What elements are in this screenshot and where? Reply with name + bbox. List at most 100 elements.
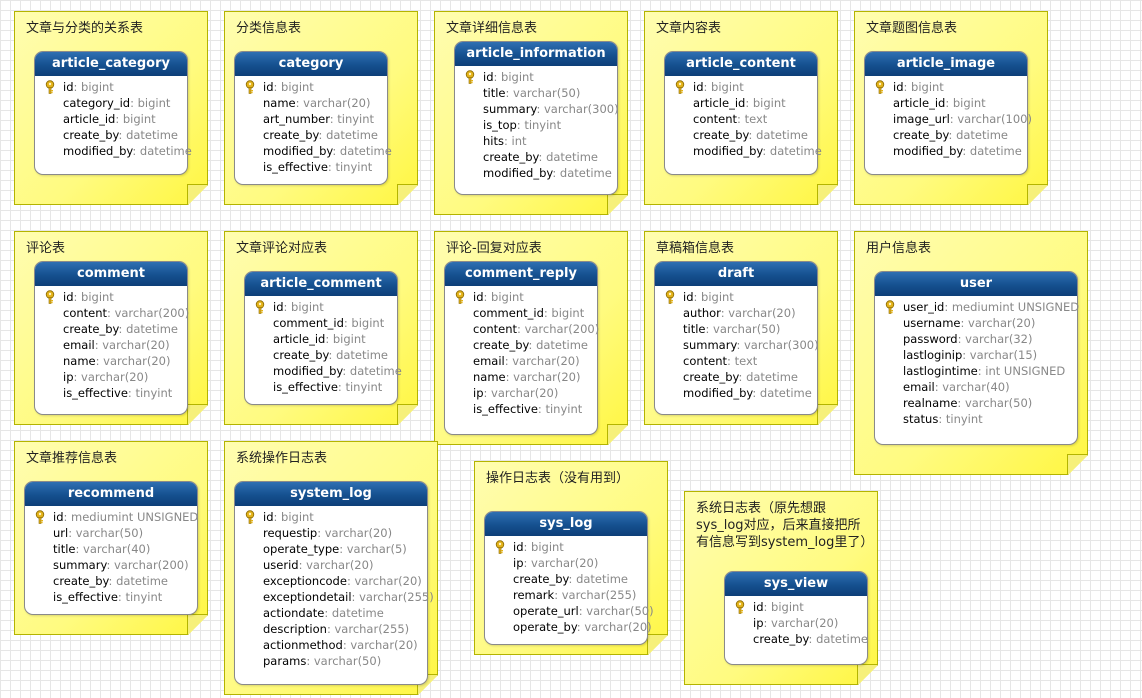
field-row[interactable]: summary: varchar(200) — [25, 557, 197, 573]
field-row[interactable]: id: mediumint UNSIGNED — [25, 509, 198, 525]
field-row[interactable]: lastlogintime: int UNSIGNED — [875, 363, 1077, 379]
field-row[interactable]: comment_id: bigint — [445, 305, 597, 321]
field-row[interactable]: create_by: datetime — [35, 127, 187, 143]
field-row[interactable]: exceptiondetail: varchar(255) — [235, 589, 434, 605]
field-row[interactable]: email: varchar(40) — [875, 379, 1077, 395]
field-row[interactable]: create_by: datetime — [245, 347, 397, 363]
field-row[interactable]: article_id: bigint — [245, 331, 397, 347]
field-row[interactable]: ip: varchar(20) — [35, 369, 187, 385]
field-row[interactable]: content: varchar(200) — [35, 305, 189, 321]
field-row[interactable]: remark: varchar(255) — [485, 587, 647, 603]
field-row[interactable]: ip: varchar(20) — [485, 555, 647, 571]
field-row[interactable]: summary: varchar(300) — [655, 337, 819, 353]
field-row[interactable]: operate_type: varchar(5) — [235, 541, 427, 557]
field-row[interactable]: create_by: datetime — [485, 571, 647, 587]
field-row[interactable]: modified_by: datetime — [655, 385, 817, 401]
field-row[interactable]: password: varchar(32) — [875, 331, 1077, 347]
field-row[interactable]: modified_by: datetime — [865, 143, 1027, 159]
field-row[interactable]: url: varchar(50) — [25, 525, 197, 541]
field-row[interactable]: create_by: datetime — [235, 127, 387, 143]
field-row[interactable]: create_by: datetime — [655, 369, 817, 385]
field-row[interactable]: is_effective: tinyint — [35, 385, 187, 401]
field-row[interactable]: title: varchar(50) — [655, 321, 817, 337]
field-row[interactable]: modified_by: datetime — [665, 143, 822, 159]
field-row[interactable]: id: bigint — [455, 69, 617, 85]
field-row[interactable]: modified_by: datetime — [35, 143, 192, 159]
field-row[interactable]: title: varchar(50) — [455, 85, 617, 101]
field-row[interactable]: comment_id: bigint — [245, 315, 397, 331]
field-row[interactable]: create_by: datetime — [25, 573, 197, 589]
field-row[interactable]: id: bigint — [235, 509, 427, 525]
field-row[interactable]: email: varchar(20) — [35, 337, 187, 353]
field-row[interactable]: actionmethod: varchar(20) — [235, 637, 427, 653]
field-row[interactable]: summary: varchar(300) — [455, 101, 619, 117]
field-row[interactable]: lastloginip: varchar(15) — [875, 347, 1077, 363]
field-row[interactable]: modified_by: datetime — [235, 143, 392, 159]
field-row[interactable]: create_by: datetime — [445, 337, 597, 353]
field-row[interactable]: is_effective: tinyint — [445, 401, 597, 417]
field-row[interactable]: name: varchar(20) — [235, 95, 387, 111]
field-row[interactable]: status: tinyint — [875, 411, 1077, 427]
field-row[interactable]: userid: varchar(20) — [235, 557, 427, 573]
field-row[interactable]: art_number: tinyint — [235, 111, 387, 127]
field-row[interactable]: content: varchar(200) — [445, 321, 599, 337]
field-row[interactable]: realname: varchar(50) — [875, 395, 1077, 411]
field-row[interactable]: name: varchar(20) — [35, 353, 187, 369]
field-row[interactable]: content: text — [655, 353, 817, 369]
field-row[interactable]: params: varchar(50) — [235, 653, 427, 669]
field-row[interactable]: create_by: datetime — [455, 149, 617, 165]
field-row[interactable]: ip: varchar(20) — [445, 385, 597, 401]
field-row[interactable]: is_effective: tinyint — [235, 159, 387, 175]
field-row[interactable]: actiondate: datetime — [235, 605, 427, 621]
field-row[interactable]: is_effective: tinyint — [245, 379, 397, 395]
field-row[interactable]: email: varchar(20) — [445, 353, 597, 369]
field-row[interactable]: id: bigint — [445, 289, 597, 305]
field-row[interactable]: image_url: varchar(100) — [865, 111, 1032, 127]
field-row[interactable]: id: bigint — [485, 539, 647, 555]
field-row[interactable]: requestip: varchar(20) — [235, 525, 427, 541]
field-row[interactable]: id: bigint — [665, 79, 817, 95]
field-row[interactable]: id: bigint — [655, 289, 817, 305]
field-row[interactable]: content: text — [665, 111, 817, 127]
field-row[interactable]: hits: int — [455, 133, 617, 149]
field-row[interactable]: article_id: bigint — [665, 95, 817, 111]
field-row[interactable]: operate_by: varchar(20) — [485, 619, 652, 635]
field-row[interactable]: title: varchar(40) — [25, 541, 197, 557]
field-row[interactable]: article_id: bigint — [35, 111, 187, 127]
field-row[interactable]: is_top: tinyint — [455, 117, 617, 133]
field-row[interactable]: is_effective: tinyint — [25, 589, 197, 605]
field-row[interactable]: modified_by: datetime — [455, 165, 617, 181]
field-row[interactable]: ip: varchar(20) — [725, 615, 867, 631]
field-row[interactable]: operate_url: varchar(50) — [485, 603, 654, 619]
field-row[interactable]: exceptioncode: varchar(20) — [235, 573, 427, 589]
field-row[interactable]: create_by: datetime — [725, 631, 868, 647]
field-row[interactable]: id: bigint — [245, 299, 397, 315]
field-row[interactable]: category_id: bigint — [35, 95, 187, 111]
field-row[interactable]: author: varchar(20) — [655, 305, 817, 321]
field-row[interactable]: id: bigint — [35, 79, 187, 95]
field-row[interactable]: create_by: datetime — [35, 321, 187, 337]
field-row[interactable]: modified_by: datetime — [245, 363, 402, 379]
field-row[interactable]: id: bigint — [235, 79, 387, 95]
field-row[interactable]: user_id: mediumint UNSIGNED — [875, 299, 1079, 315]
field-row[interactable]: article_id: bigint — [865, 95, 1027, 111]
field-row[interactable]: create_by: datetime — [865, 127, 1027, 143]
field-row[interactable]: create_by: datetime — [665, 127, 817, 143]
field-row[interactable]: id: bigint — [865, 79, 1027, 95]
field-row[interactable]: username: varchar(20) — [875, 315, 1077, 331]
field-row[interactable]: description: varchar(255) — [235, 621, 427, 637]
